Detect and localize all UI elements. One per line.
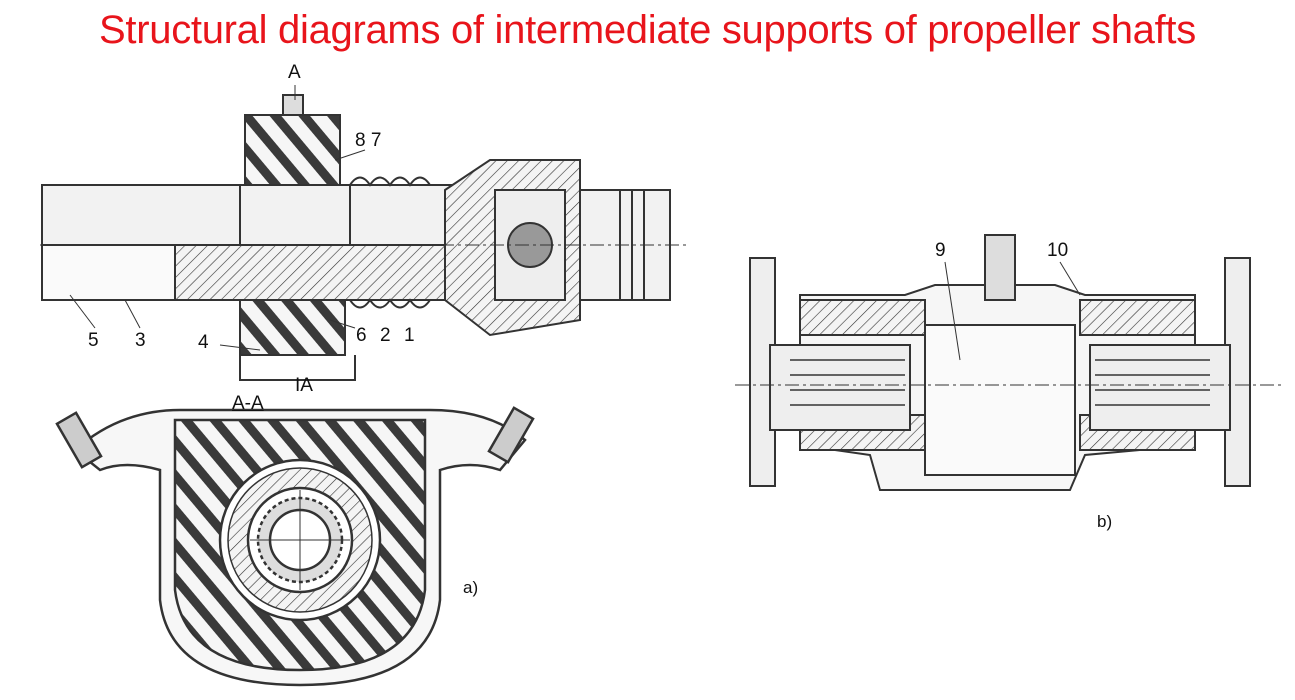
diagram-a-longitudinal bbox=[40, 94, 690, 381]
callout-1: 1 bbox=[404, 325, 415, 346]
callout-4: 4 bbox=[198, 332, 209, 353]
diagram-a-cross-section bbox=[55, 406, 535, 687]
leader-lines bbox=[69, 85, 1081, 361]
callout-3: 3 bbox=[135, 330, 146, 351]
diagram-b bbox=[735, 234, 1285, 491]
section-mark-top: A bbox=[288, 62, 301, 83]
callout-10: 10 bbox=[1047, 240, 1069, 261]
callout-6: 6 bbox=[356, 325, 367, 346]
callout-9: 9 bbox=[935, 240, 946, 261]
callout-2: 2 bbox=[380, 325, 391, 346]
callout-8-7: 8 7 bbox=[355, 130, 382, 151]
caption-a: a) bbox=[463, 578, 479, 597]
section-mark-bottom: IA bbox=[295, 375, 313, 396]
page-title: Structural diagrams of intermediate supp… bbox=[99, 8, 1196, 52]
caption-b: b) bbox=[1097, 512, 1113, 531]
callout-5: 5 bbox=[88, 330, 99, 351]
section-label: A-A bbox=[232, 393, 264, 414]
